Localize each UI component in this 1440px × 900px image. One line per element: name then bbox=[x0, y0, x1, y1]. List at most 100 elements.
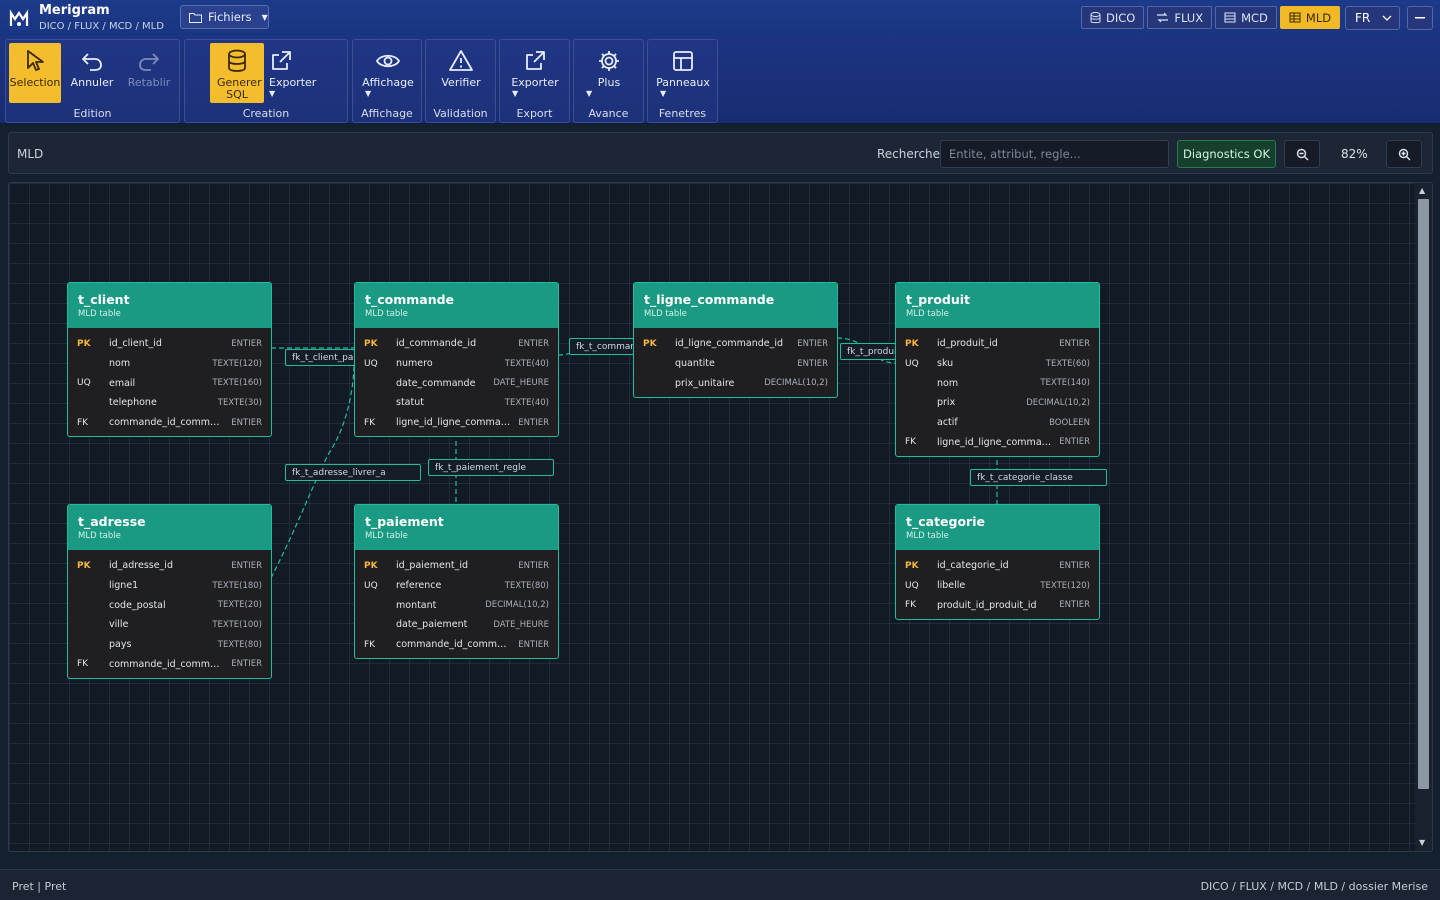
files-menu-button[interactable]: Fichiers ▼ bbox=[180, 5, 269, 29]
view-tabs: DICO FLUX MCD MLD bbox=[1081, 6, 1341, 29]
display-label: Affichage bbox=[362, 76, 414, 89]
attribute-name: ville bbox=[109, 619, 129, 631]
attribute-type: TEXTE(30) bbox=[217, 397, 262, 408]
export-creation-button[interactable]: Exporter ▼ bbox=[269, 43, 325, 103]
scroll-up-icon[interactable]: ▲ bbox=[1419, 186, 1426, 195]
group-label-edition: Edition bbox=[73, 107, 112, 120]
relation-label[interactable]: fk_t_client_passe bbox=[285, 349, 355, 366]
tab-dico[interactable]: DICO bbox=[1081, 6, 1145, 29]
language-select[interactable]: FR bbox=[1345, 6, 1400, 30]
relation-label[interactable]: fk_t_commande bbox=[569, 338, 634, 355]
language-value: FR bbox=[1355, 11, 1371, 25]
attribute-type: DECIMAL(10,2) bbox=[1026, 397, 1090, 408]
diagnostics-status-badge[interactable]: Diagnostics OK bbox=[1177, 140, 1276, 168]
undo-button[interactable]: Annuler bbox=[66, 43, 118, 103]
panels-button[interactable]: Panneaux ▼ bbox=[652, 43, 714, 103]
tab-flux[interactable]: FLUX bbox=[1147, 6, 1213, 29]
attribute-type: DECIMAL(10,2) bbox=[485, 600, 549, 611]
scroll-down-icon[interactable]: ▼ bbox=[1419, 838, 1426, 847]
attribute-name: id_paiement_id bbox=[396, 560, 469, 572]
key-badge: PK bbox=[364, 560, 378, 571]
attribute-type: ENTIER bbox=[231, 659, 262, 670]
redo-button[interactable]: Retablir bbox=[123, 43, 175, 103]
generate-sql-button[interactable]: Generer SQL bbox=[210, 43, 264, 103]
display-button[interactable]: Affichage ▼ bbox=[357, 43, 419, 103]
zoom-in-button[interactable] bbox=[1386, 140, 1422, 168]
entity-t-ligne-commande[interactable]: t_ligne_commande MLD table PK id_ligne_co… bbox=[633, 282, 838, 399]
ribbon-group-edition: Selection Annuler Retablir Edition bbox=[5, 39, 180, 123]
entity-header: t_ligne_commande MLD table bbox=[634, 283, 837, 328]
selection-button[interactable]: Selection bbox=[9, 43, 61, 103]
attribute-name: id_ligne_commande_id bbox=[675, 338, 784, 350]
tab-mld-label: MLD bbox=[1305, 10, 1332, 25]
tab-mld[interactable]: MLD bbox=[1279, 6, 1341, 29]
attribute-type: TEXTE(80) bbox=[217, 639, 262, 650]
minimize-button[interactable] bbox=[1407, 6, 1433, 30]
key-badge: PK bbox=[643, 338, 657, 349]
search-input[interactable] bbox=[940, 140, 1169, 168]
key-badge: FK bbox=[364, 417, 376, 428]
verify-button[interactable]: Verifier bbox=[430, 43, 492, 103]
relation-label[interactable]: fk_t_produit bbox=[840, 343, 896, 360]
tab-mcd[interactable]: MCD bbox=[1215, 6, 1277, 29]
export-label: Exporter bbox=[511, 76, 559, 89]
attribute-type: BOOLEEN bbox=[1049, 417, 1090, 428]
canvas-header: MLD Recherche Diagnostics OK 82% bbox=[8, 132, 1433, 174]
export-button[interactable]: Exporter ▼ bbox=[504, 43, 566, 103]
attribute-type: TEXTE(180) bbox=[212, 580, 262, 591]
attribute-name: commande_id_commande_id bbox=[109, 417, 225, 429]
vertical-scrollbar[interactable]: ▲ ▼ bbox=[1415, 183, 1432, 851]
group-label-avance: Avance bbox=[588, 107, 629, 120]
more-button[interactable]: Plus ▼ bbox=[578, 43, 640, 103]
scroll-thumb[interactable] bbox=[1418, 199, 1429, 789]
relation-label[interactable]: fk_t_paiement_regle bbox=[428, 459, 554, 476]
zoom-out-button[interactable] bbox=[1284, 140, 1320, 168]
relation-label[interactable]: fk_t_categorie_classe bbox=[970, 469, 1107, 486]
entity-name: t_commande bbox=[365, 292, 455, 307]
entity-header: t_client MLD table bbox=[68, 283, 271, 328]
relation-label[interactable]: fk_t_adresse_livrer_a bbox=[285, 464, 421, 481]
attribute-name: nom bbox=[937, 377, 959, 389]
group-label-affichage: Affichage bbox=[361, 107, 413, 120]
